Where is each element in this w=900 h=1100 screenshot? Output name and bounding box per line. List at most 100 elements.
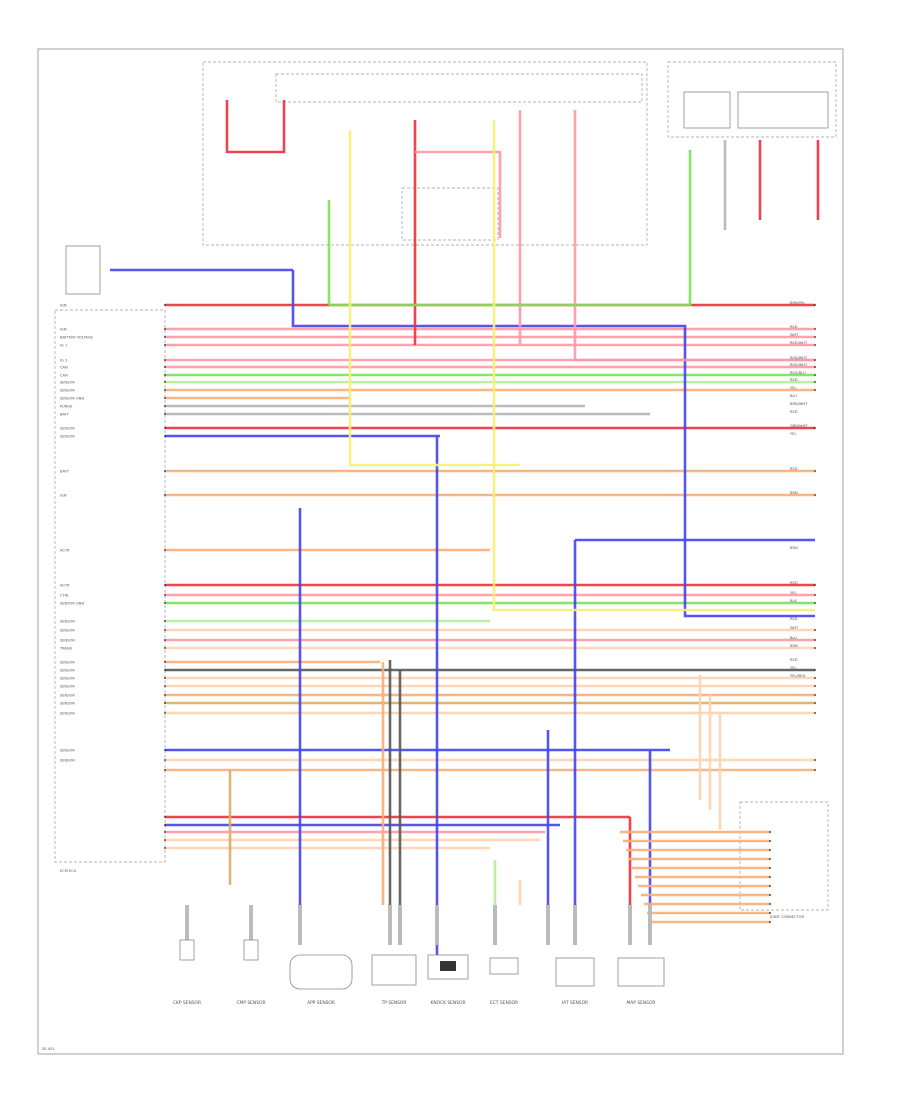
connector-pin: [814, 685, 816, 687]
ecm-pin-label: ACTR: [60, 549, 70, 553]
connector-pin: [164, 549, 166, 551]
component-caption: ECT SENSOR: [490, 1000, 518, 1006]
connector-pin: [164, 435, 166, 437]
connector-pin: [164, 374, 166, 376]
connector-pin: [164, 470, 166, 472]
connector-pin: [814, 584, 816, 586]
connector-pin: [164, 661, 166, 663]
connector-stub: [435, 905, 439, 945]
blue-loop-wire: [291, 270, 815, 618]
connector-pin: [164, 669, 166, 671]
connector-pin: [164, 639, 166, 641]
component-tp: [371, 954, 417, 986]
connector-pin: [769, 903, 771, 905]
top-right-inner-a: [683, 91, 731, 129]
fuse-relay-box: [202, 61, 648, 246]
right-pin-label: RED: [790, 378, 798, 382]
connector-stub: [185, 905, 189, 945]
connector-pin: [814, 470, 816, 472]
connector-pin: [814, 374, 816, 376]
component-caption: MAP SENSOR: [627, 1000, 656, 1006]
ecm-pin-label: CTRL: [60, 594, 69, 598]
ecm-pin-label: CAN: [60, 366, 68, 370]
connector-pin: [814, 669, 816, 671]
connector-stub: [398, 905, 402, 945]
ecm-pin-label: SENSOR: [60, 435, 75, 439]
right-pin-label: RED/WHT: [790, 363, 808, 367]
fuse-relay-inner: [275, 73, 643, 103]
ecm-pin-label: TRANS: [59, 647, 73, 651]
connector-pin: [814, 359, 816, 361]
top-right-box: [667, 61, 837, 138]
red-fuse-loop: [225, 100, 286, 154]
right-pin-label: BRN: [790, 546, 798, 550]
connector-pin: [164, 602, 166, 604]
ecm-pin-label: SENSOR: [60, 620, 75, 624]
connector-pin: [814, 594, 816, 596]
connector-pin: [164, 381, 166, 383]
component-ckp: [179, 939, 195, 961]
connector-pin: [164, 427, 166, 429]
ecm-box: [54, 309, 166, 863]
right-pin-label: RED: [790, 467, 798, 471]
connector-pin: [769, 831, 771, 833]
ecm-pin-label: SENSOR: [60, 702, 75, 706]
connector-pin: [164, 759, 166, 761]
connector-pin: [814, 328, 816, 330]
connector-pin: [814, 304, 816, 306]
ecm-pin-label: BATTERY VOLTAGE: [60, 336, 94, 340]
right-pin-label: RED/WHT: [790, 341, 808, 345]
ecm-caption: ECM ECU: [60, 869, 77, 873]
connector-pin: [164, 494, 166, 496]
connector-pin: [769, 885, 771, 887]
connector-pin: [814, 712, 816, 714]
right-pin-label: RED: [790, 325, 798, 329]
connector-stub: [249, 905, 253, 945]
connector-pin: [164, 694, 166, 696]
component-caption: CKP SENSOR: [173, 1000, 201, 1006]
connector-pin: [814, 602, 816, 604]
connector-pin: [814, 381, 816, 383]
connector-pin: [164, 847, 166, 849]
right-pin-label: WHT: [790, 333, 799, 337]
ecm-pin-label: BATT: [60, 470, 70, 474]
component-caption: APP SENSOR: [307, 1000, 335, 1006]
ecm-pin-label: SENSOR: [60, 669, 75, 673]
ecm-pin-label: CAN: [60, 374, 68, 378]
connector-stub: [493, 905, 497, 945]
connector-pin: [164, 389, 166, 391]
page-footer: SE-001: [42, 1047, 55, 1051]
right-pin-label: BLK: [790, 599, 797, 603]
ecm-pin-label: SENSOR: [60, 427, 75, 431]
right-pin-label: BRN: [790, 491, 798, 495]
right-pin-label: RED: [790, 410, 798, 414]
connector-pin: [164, 397, 166, 399]
component-app: [289, 954, 353, 990]
component-caption: IAT SENSOR: [562, 1000, 588, 1006]
connector-pin: [814, 759, 816, 761]
ecm-pin-label: IG 2: [60, 359, 67, 363]
diagram-frame: [37, 48, 844, 1055]
connector-pin: [164, 712, 166, 714]
connector-pin: [164, 405, 166, 407]
connector-pin: [164, 677, 166, 679]
ecm-pin-label: SENSOR: [60, 749, 75, 753]
ecm-pin-label: IGN: [60, 304, 67, 308]
connector-stub: [648, 905, 652, 945]
ecm-pin-label: IGN: [60, 494, 67, 498]
pins-layer: [164, 304, 816, 923]
right-pin-label: RED/BLU: [790, 371, 806, 375]
connector-pin: [164, 629, 166, 631]
connector-pin: [814, 494, 816, 496]
connector-pin: [814, 647, 816, 649]
right-pin-label: YEL: [790, 591, 796, 595]
connector-pin: [814, 366, 816, 368]
connector-pin: [814, 677, 816, 679]
component-caption: CMP SENSOR: [236, 1000, 265, 1006]
connector-pin: [164, 594, 166, 596]
wires-layer: [110, 100, 820, 960]
ecm-pin-label: SENSOR: [60, 677, 75, 681]
connector-pin: [164, 344, 166, 346]
